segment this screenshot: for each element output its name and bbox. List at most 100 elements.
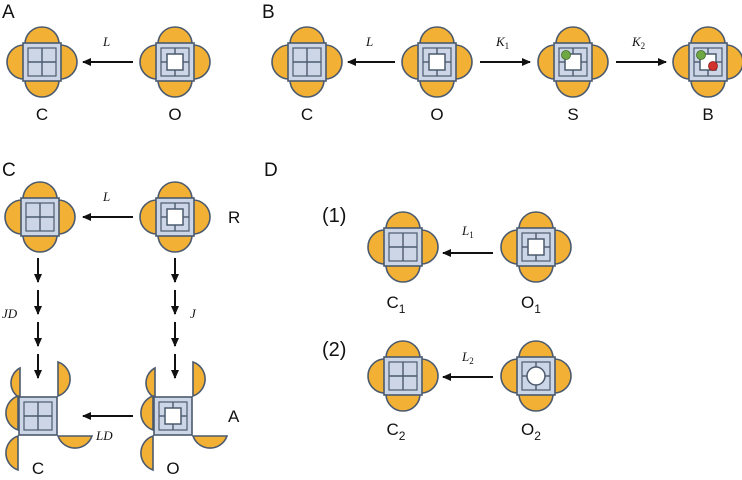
panel-b-closed-channel — [271, 26, 343, 98]
channel-subunit-up — [419, 26, 455, 45]
open-pore-square — [166, 53, 184, 71]
panel-c-label-c: C — [32, 459, 44, 478]
channel-subunit-right — [725, 44, 742, 80]
panel-letter-c: C — [2, 160, 16, 181]
channel-subunit-right — [59, 44, 78, 80]
panel-b-rate-k1: K1 — [495, 34, 509, 51]
panel-a-label-o: O — [168, 105, 181, 124]
channel-subunit-up — [10, 366, 21, 400]
panel-c-label-o: O — [166, 459, 179, 478]
channel-subunit-right — [553, 229, 572, 265]
panel-d2-rate: L2 — [461, 349, 474, 366]
panel-c-resting-open-channel — [139, 181, 211, 253]
channel-subunit-left — [5, 394, 19, 432]
channel-subunit-down — [555, 79, 591, 98]
channel-subunit-up — [555, 26, 591, 45]
ligand-red-dot — [708, 61, 718, 71]
open-pore-circle — [526, 366, 546, 386]
channel-subunit-left — [6, 44, 25, 80]
channel-subunit-right — [454, 44, 473, 80]
channel-subunit-down — [289, 79, 325, 98]
channel-subunit-up — [690, 26, 726, 45]
channel-subunit-up — [518, 211, 554, 230]
channel-subunit-down — [157, 79, 193, 98]
channel-subunit-right — [192, 360, 206, 398]
panel-c-activated-closed-channel — [5, 360, 94, 472]
channel-subunit-down — [518, 264, 554, 283]
channel-subunit-up — [24, 26, 60, 45]
panel-c-resting-closed-channel — [4, 181, 76, 253]
panel-d1-label-o: O1 — [521, 293, 541, 316]
panel-b-single-bound-channel — [537, 26, 609, 98]
channel-subunit-left — [271, 44, 290, 80]
panel-d2-open-channel — [500, 340, 572, 412]
panel-d1-closed-channel — [367, 211, 439, 283]
panel-b-label-s: S — [567, 105, 578, 124]
panel-d2-label-o: O2 — [521, 420, 541, 443]
panel-c-row-label-r: R — [228, 208, 240, 227]
channel-subunit-left — [500, 229, 519, 265]
channel-subunit-right — [420, 229, 439, 265]
channel-subunit-left — [367, 358, 386, 394]
channel-subunit-right — [420, 358, 439, 394]
panel-d-number-1: (1) — [322, 205, 346, 227]
channel-subunit-down — [518, 393, 554, 412]
channel-subunit-down — [191, 435, 229, 449]
panel-d-number-2: (2) — [322, 339, 346, 361]
channel-subunit-up — [157, 26, 193, 45]
channel-subunit-left — [401, 44, 420, 80]
channel-subunit-down — [24, 79, 60, 98]
channel-subunit-right — [553, 358, 572, 394]
channel-subunit-left — [140, 394, 154, 432]
channel-subunit-right — [590, 44, 609, 80]
panel-b-rate-l: L — [365, 34, 373, 49]
channel-subunit-up — [289, 26, 325, 45]
panel-b-double-bound-channel — [672, 26, 742, 98]
channel-subunit-right — [192, 44, 211, 80]
channel-subunit-left — [537, 44, 556, 80]
channel-subunit-up — [385, 211, 421, 230]
panel-c-rate-jd: JD — [2, 306, 18, 321]
panel-a-open-channel — [139, 26, 211, 98]
panel-c-rate-ld: LD — [95, 428, 113, 443]
panel-a-label-c: C — [36, 105, 48, 124]
channel-subunit-up — [145, 366, 156, 400]
ligand-green-dot — [561, 50, 571, 60]
channel-subunit-left — [4, 199, 23, 235]
open-pore-square — [164, 407, 182, 425]
channel-subunit-right — [324, 44, 343, 80]
channel-subunit-down — [690, 79, 726, 98]
panel-a-closed-channel — [6, 26, 78, 98]
channel-subunit-left-lower — [5, 434, 19, 472]
panel-d1-open-channel — [500, 211, 572, 283]
channel-subunit-left — [139, 199, 158, 235]
panel-b-label-c: C — [301, 105, 313, 124]
panel-letter-a: A — [2, 2, 15, 23]
channel-subunit-right — [57, 360, 71, 398]
channel-subunit-left — [500, 358, 519, 394]
channel-subunit-down — [22, 234, 58, 253]
panel-b-label-o: O — [430, 105, 443, 124]
channel-subunit-left-lower — [140, 434, 154, 472]
panel-c-rate-j: J — [190, 306, 197, 321]
panel-b-open-channel — [401, 26, 473, 98]
channel-subunit-right — [192, 199, 211, 235]
panel-d2-label-c: C2 — [387, 420, 406, 443]
channel-subunit-down — [385, 264, 421, 283]
panel-a-rate-l: L — [102, 34, 110, 49]
channel-subunit-down — [419, 79, 455, 98]
open-pore-square — [166, 208, 184, 226]
panel-d2-closed-channel — [367, 340, 439, 412]
panel-c-rate-l: L — [102, 189, 110, 204]
panel-d1-label-c: C1 — [387, 293, 406, 316]
channel-subunit-left — [367, 229, 386, 265]
panel-c-activated-open-channel — [140, 360, 229, 472]
channel-subunit-left — [672, 44, 691, 80]
panel-letter-d: D — [264, 160, 278, 181]
channel-subunit-down — [56, 435, 94, 449]
channel-subunit-right — [57, 199, 76, 235]
channel-subunit-up — [157, 181, 193, 200]
channel-subunit-down — [157, 234, 193, 253]
panel-d1-rate: L1 — [461, 223, 474, 240]
